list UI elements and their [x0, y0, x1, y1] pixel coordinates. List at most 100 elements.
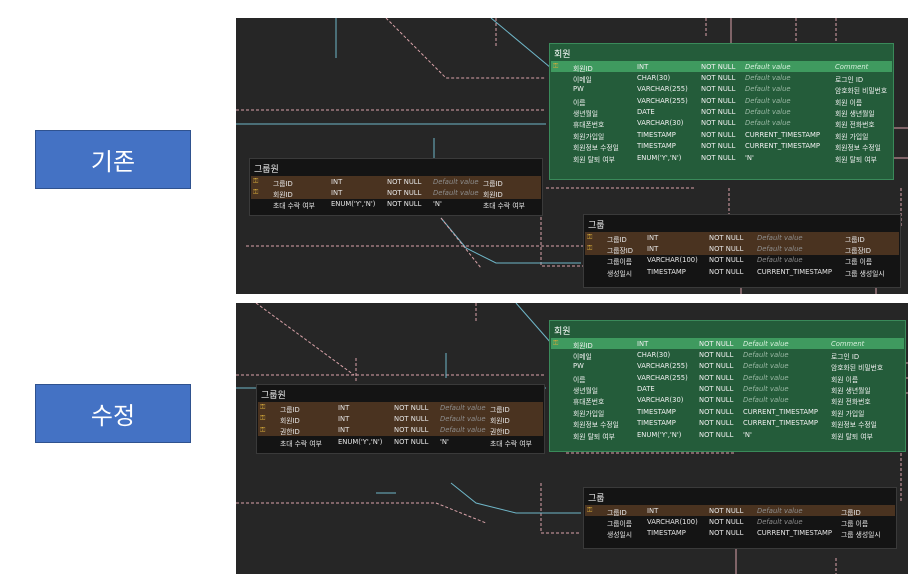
key-icon: ⚿ — [587, 506, 593, 514]
column-comment: 로그인 ID — [831, 352, 860, 361]
key-icon: ⚿ — [253, 188, 259, 197]
before-label: 기존 — [35, 130, 191, 189]
column-null: NOT NULL — [709, 529, 744, 538]
column-default: CURRENT_TIMESTAMP — [745, 142, 820, 151]
column-null: NOT NULL — [394, 426, 429, 435]
column-type: TIMESTAMP — [637, 419, 676, 428]
column-comment: 회원ID — [483, 190, 503, 199]
column-type: VARCHAR(255) — [637, 362, 688, 371]
column-null: NOT NULL — [394, 403, 429, 412]
column-default: CURRENT_TIMESTAMP — [757, 267, 832, 276]
key-icon: ⚿ — [553, 339, 559, 347]
column-type: CHAR(30) — [637, 350, 671, 359]
column-type: VARCHAR(255) — [637, 96, 688, 105]
key-icon: ⚿ — [587, 233, 593, 241]
column-type: INT — [637, 339, 649, 348]
column-name: 생성일시 — [607, 531, 633, 540]
column-default: CURRENT_TIMESTAMP — [743, 419, 818, 428]
column-name: 회원가입일 — [573, 409, 605, 418]
column-default: 'N' — [440, 437, 449, 446]
column-type: VARCHAR(30) — [637, 119, 684, 128]
column-name: 그룹ID — [280, 405, 300, 414]
column-comment: 회원 생년월일 — [835, 110, 875, 119]
column-type: INT — [338, 403, 350, 412]
column-name: 휴대폰번호 — [573, 398, 605, 407]
column-default: Default value — [757, 244, 803, 253]
column-name: 회원ID — [573, 341, 593, 350]
column-default: Default value — [440, 403, 486, 412]
column-default: Default value — [433, 177, 479, 186]
column-default: Default value — [433, 188, 479, 197]
column-comment: 회원 탈퇴 여부 — [835, 155, 877, 164]
key-icon: ⚿ — [253, 177, 259, 185]
column-null: NOT NULL — [701, 130, 736, 139]
column-type: TIMESTAMP — [647, 529, 686, 538]
column-default: 'N' — [433, 200, 442, 209]
column-null: NOT NULL — [394, 437, 429, 446]
column-type: VARCHAR(30) — [637, 396, 684, 405]
column-comment: 그룹 이름 — [841, 519, 869, 528]
column-name: 그룹이름 — [607, 519, 633, 528]
column-type: TIMESTAMP — [637, 130, 676, 139]
column-default: Default value — [745, 85, 791, 94]
column-type: DATE — [637, 385, 655, 394]
column-type: ENUM('Y','N') — [338, 437, 383, 446]
column-null: NOT NULL — [709, 517, 744, 526]
column-null: NOT NULL — [701, 73, 736, 82]
column-default: CURRENT_TIMESTAMP — [745, 130, 820, 139]
after-label: 수정 — [35, 384, 191, 443]
column-default: Default value — [743, 396, 789, 405]
column-name: 회원정보 수정일 — [573, 421, 619, 430]
column-default: Default value — [757, 517, 803, 526]
column-name: PW — [573, 362, 584, 371]
column-null: NOT NULL — [709, 233, 744, 242]
column-name: PW — [573, 85, 584, 94]
column-name: 회원ID — [573, 64, 593, 73]
column-null: NOT NULL — [701, 108, 736, 117]
column-comment: Comment — [835, 62, 869, 71]
key-icon: ⚿ — [260, 414, 266, 423]
column-default: Default value — [757, 256, 803, 265]
key-icon: ⚿ — [260, 425, 266, 434]
